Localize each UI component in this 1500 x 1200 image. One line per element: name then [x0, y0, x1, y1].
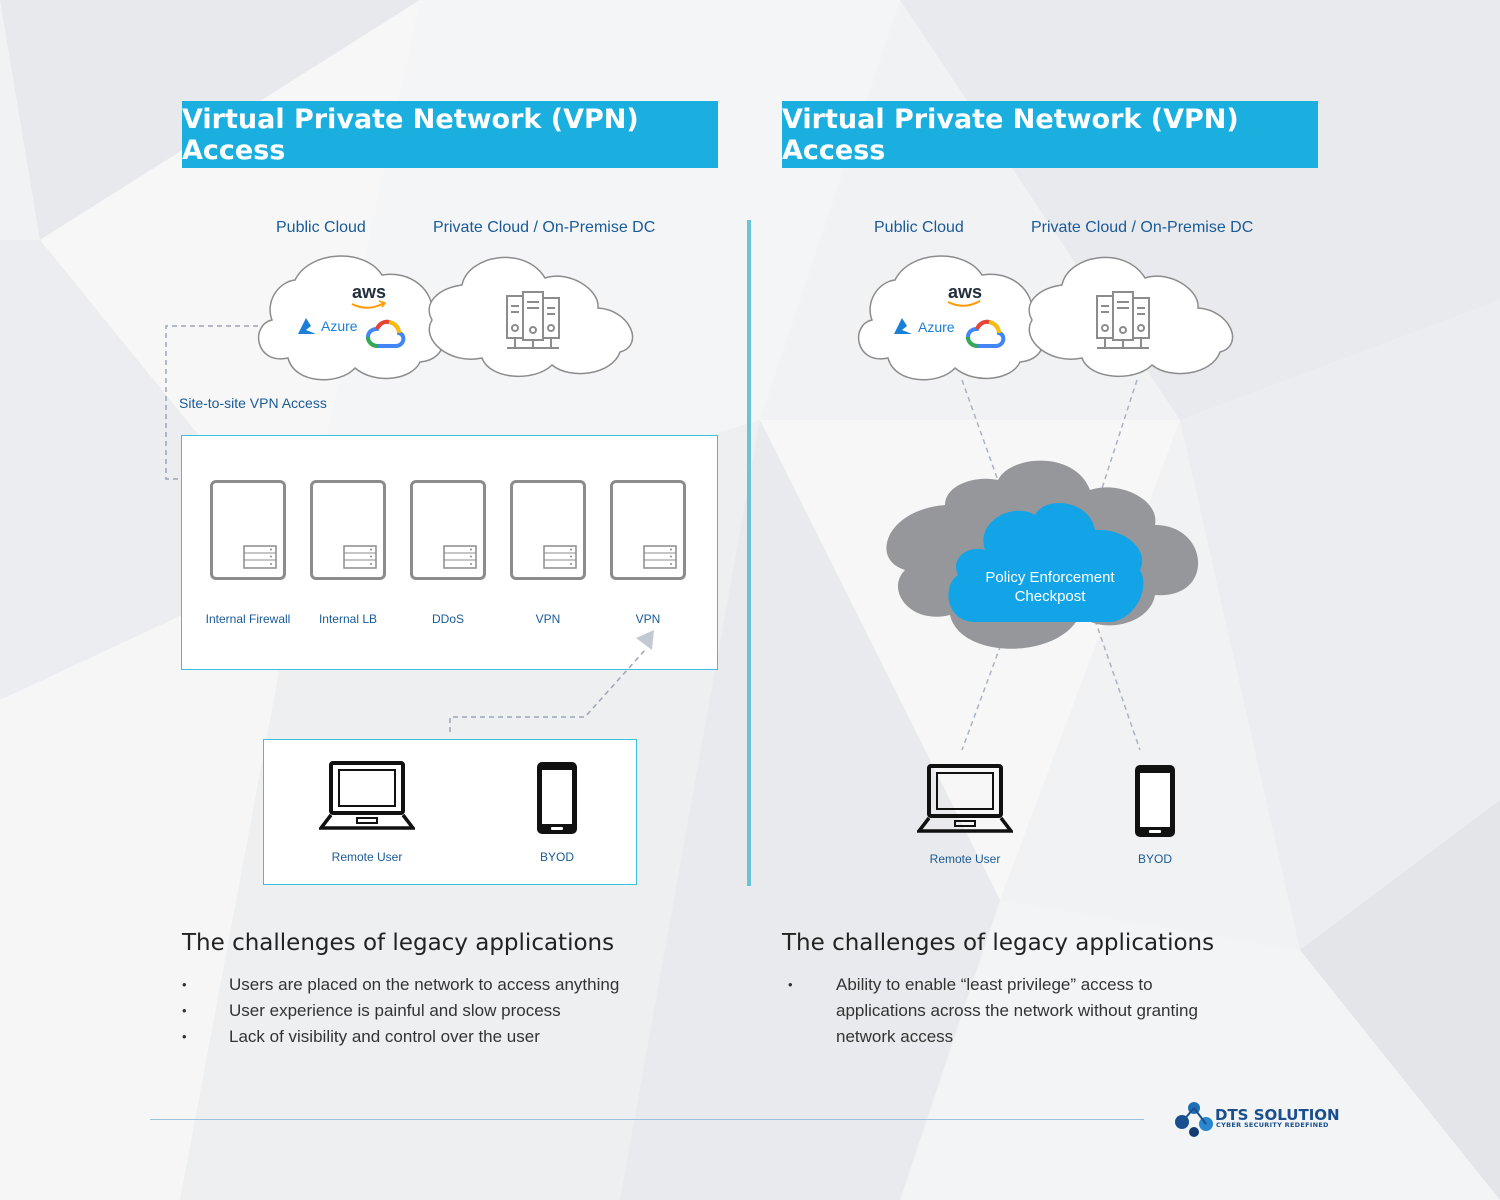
device-internal-firewall: [210, 480, 286, 580]
connector-checkpost-to-phone: [1094, 619, 1141, 751]
footer-line: [150, 1119, 1144, 1120]
laptop-icon: [917, 764, 1013, 833]
right-title-bar: Virtual Private Network (VPN) Access: [782, 101, 1318, 168]
device-label: Internal LB: [318, 612, 378, 626]
list-item: User experience is painful and slow proc…: [182, 998, 722, 1024]
left-azure-label: Azure: [321, 318, 358, 334]
left-cloud-diagram: [165, 255, 634, 480]
rack-icon: [643, 545, 677, 569]
aws-smile-icon: [351, 302, 385, 309]
right-aws-label: aws: [948, 282, 983, 302]
right-azure-label: Azure: [918, 319, 955, 335]
left-private-cloud-label: Private Cloud / On-Premise DC: [433, 219, 656, 236]
device-label: DDoS: [431, 612, 464, 626]
azure-icon: [298, 318, 316, 334]
remote-user-label: Remote User: [929, 852, 1001, 866]
device-vpn-1: [510, 480, 586, 580]
right-challenges-list: Ability to enable “least privilege” acce…: [788, 972, 1238, 1050]
site-to-site-label: Site-to-site VPN Access: [179, 395, 327, 411]
checkpost-inner-cloud: [948, 503, 1144, 623]
arrow-head-icon: [636, 630, 654, 650]
aws-smile-icon: [947, 300, 981, 307]
left-aws-label: aws: [352, 282, 387, 302]
right-private-cloud-label: Private Cloud / On-Premise DC: [1031, 219, 1254, 236]
center-divider: [747, 220, 751, 886]
dts-logo-icon: [1175, 1102, 1213, 1137]
phone-icon: [537, 762, 577, 834]
rack-icon: [443, 545, 477, 569]
byod-label: BYOD: [1137, 852, 1172, 866]
user-to-vpn-connector: [449, 630, 654, 732]
connector-public-to-checkpost: [961, 379, 1006, 501]
device-label: Internal Firewall: [205, 612, 291, 626]
left-public-cloud-label: Public Cloud: [276, 219, 366, 236]
rack-icon: [243, 545, 277, 569]
rack-icon: [543, 545, 577, 569]
phone-icon: [1135, 765, 1175, 837]
device-label: VPN: [535, 612, 561, 626]
connector-private-to-checkpost: [1094, 379, 1138, 511]
checkpost-label: Policy Enforcement Checkpost: [960, 568, 1140, 606]
device-vpn-2: [610, 480, 686, 580]
left-challenges-heading: The challenges of legacy applications: [182, 930, 615, 956]
right-server-icon: [1096, 291, 1150, 349]
right-cloud-diagram: [857, 255, 1234, 751]
site-to-site-connector: [165, 325, 258, 480]
google-cloud-icon: [365, 319, 406, 348]
list-item: Ability to enable “least privilege” acce…: [788, 972, 1238, 1050]
list-item: Lack of visibility and control over the …: [182, 1024, 722, 1050]
rack-icon: [343, 545, 377, 569]
left-title: Virtual Private Network (VPN) Access: [182, 103, 639, 166]
byod-label: BYOD: [539, 850, 574, 864]
right-title: Virtual Private Network (VPN) Access: [782, 103, 1239, 166]
checkpost-line2: Checkpost: [1014, 588, 1086, 605]
list-item: Users are placed on the network to acces…: [182, 972, 722, 998]
public-cloud-shape: [857, 255, 1045, 381]
logo-tagline: CYBER SECURITY REDEFINED: [1216, 1121, 1329, 1129]
left-user-panel: Remote User BYOD: [263, 739, 637, 885]
private-cloud-shape: [428, 256, 634, 377]
private-cloud-shape: [1028, 256, 1234, 377]
right-public-cloud-label: Public Cloud: [874, 219, 964, 236]
azure-icon: [894, 318, 912, 334]
left-server-icon: [506, 291, 560, 349]
checkpost-line1: Policy Enforcement: [985, 569, 1115, 586]
device-internal-lb: [310, 480, 386, 580]
laptop-icon: [319, 761, 415, 830]
left-device-panel: Internal Firewall Internal LB DDoS VPN V…: [181, 435, 718, 670]
logo-name: DTS SOLUTION: [1215, 1106, 1340, 1124]
left-challenges-list: Users are placed on the network to acces…: [182, 972, 722, 1050]
right-challenges-heading: The challenges of legacy applications: [782, 930, 1215, 956]
public-cloud-shape: [257, 255, 445, 381]
google-cloud-icon: [965, 319, 1006, 348]
device-label: VPN: [635, 612, 661, 626]
device-ddos: [410, 480, 486, 580]
left-title-bar: Virtual Private Network (VPN) Access: [182, 101, 718, 168]
remote-user-label: Remote User: [331, 850, 403, 864]
